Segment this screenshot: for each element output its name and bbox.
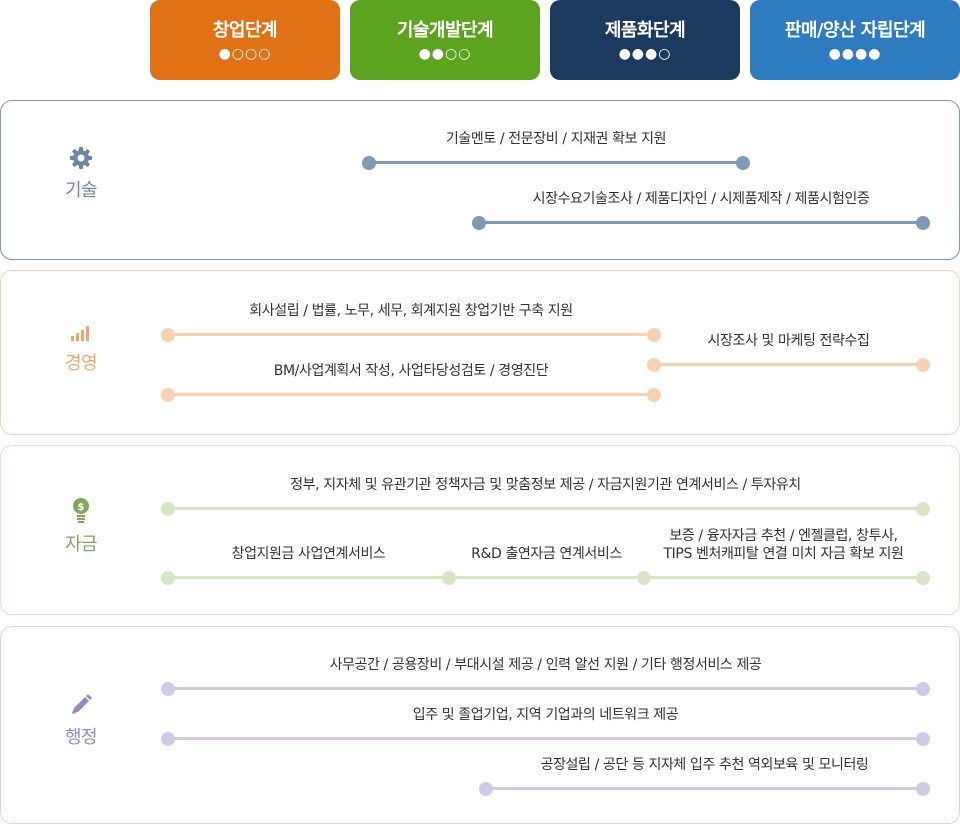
tech-item-1: 기술멘토 / 전문장비 / 지재권 확보 지원 (445, 131, 667, 147)
fund-item-3: R&D 출연자금 연계서비스 (471, 546, 622, 562)
panel-mgmt: 경영 회사설립 / 법률, 노무, 세무, 회계지원 창업기반 구축 지원 BM… (0, 270, 960, 435)
mgmt-line-3 (654, 363, 923, 366)
timeline-node (161, 328, 175, 342)
fund-line-1 (168, 507, 923, 510)
tech-line-2 (479, 221, 923, 224)
timeline-node (161, 732, 175, 746)
timeline-node (916, 782, 930, 796)
fund-item-1: 정부, 지자체 및 유관기관 정책자금 및 맞춤정보 제공 / 자금지원기관 연… (290, 477, 801, 493)
timeline-node (161, 682, 175, 696)
tech-line-1 (369, 161, 743, 164)
stage-productization: 제품화단계 ●●●○ (550, 0, 740, 80)
category-tech: 기술 (21, 146, 141, 202)
timeline-node (161, 388, 175, 402)
admin-line-2 (168, 737, 923, 740)
stage-label: 창업단계 (212, 20, 278, 41)
timeline-node (916, 571, 930, 585)
tech-item-2: 시장수요기술조사 / 제품디자인 / 시제품제작 / 제품시험인증 (532, 191, 870, 207)
mgmt-item-3: 시장조사 및 마케팅 전략수집 (707, 333, 870, 349)
admin-item-2: 입주 및 졸업기업, 지역 기업과의 네트워크 제공 (412, 707, 679, 723)
panel-admin: 행정 사무공간 / 공용장비 / 부대시설 제공 / 인력 알선 지원 / 기타… (0, 626, 960, 824)
timeline-node (916, 502, 930, 516)
bar-chart-icon (21, 323, 141, 343)
admin-line-3 (486, 787, 923, 790)
admin-item-1: 사무공간 / 공용장비 / 부대시설 제공 / 인력 알선 지원 / 기타 행정… (329, 657, 762, 673)
category-mgmt: 경영 (21, 323, 141, 375)
stage-dots: ●●●● (828, 46, 882, 62)
timeline-node (916, 216, 930, 230)
stage-sales: 판매/양산 자립단계 ●●●● (750, 0, 960, 80)
timeline-node (161, 571, 175, 585)
mgmt-item-1: 회사설립 / 법률, 노무, 세무, 회계지원 창업기반 구축 지원 (249, 303, 573, 319)
timeline-node (362, 156, 376, 170)
category-fund: $ 자금 (21, 496, 141, 556)
timeline-node (916, 358, 930, 372)
category-admin: 행정 (21, 693, 141, 749)
stage-tech-dev: 기술개발단계 ●●○○ (350, 0, 540, 80)
timeline-node (916, 732, 930, 746)
mgmt-line-2 (168, 393, 654, 396)
stage-dots: ●○○○ (218, 46, 272, 62)
timeline-node (647, 388, 661, 402)
timeline-node (472, 216, 486, 230)
gear-icon (21, 146, 141, 170)
fund-item-4b: TIPS 벤처캐피탈 연결 미치 자금 확보 지원 (663, 546, 904, 562)
stage-label: 제품화단계 (604, 20, 686, 41)
category-label: 행정 (64, 727, 98, 748)
pencil-icon (21, 693, 141, 717)
timeline-node (647, 358, 661, 372)
panel-tech: 기술 기술멘토 / 전문장비 / 지재권 확보 지원 시장수요기술조사 / 제품… (0, 100, 960, 260)
category-label: 기술 (64, 180, 98, 201)
timeline-node (637, 571, 651, 585)
timeline-node (736, 156, 750, 170)
stage-dots: ●●●○ (618, 46, 672, 62)
mgmt-item-2: BM/사업계획서 작성, 사업타당성검토 / 경영진단 (273, 363, 549, 379)
fund-line-2 (168, 576, 923, 579)
timeline-node (161, 502, 175, 516)
stage-label: 기술개발단계 (396, 20, 494, 41)
timeline-node (647, 328, 661, 342)
timeline-node (479, 782, 493, 796)
stage-startup: 창업단계 ●○○○ (150, 0, 340, 80)
stage-label: 판매/양산 자립단계 (784, 20, 926, 41)
lightbulb-coin-icon: $ (21, 496, 141, 524)
timeline-node (442, 571, 456, 585)
admin-item-3: 공장설립 / 공단 등 지자체 입주 추천 역외보육 및 모니터링 (540, 757, 869, 773)
stage-dots: ●●○○ (418, 46, 472, 62)
panel-fund: $ 자금 정부, 지자체 및 유관기관 정책자금 및 맞춤정보 제공 / 자금지… (0, 445, 960, 615)
admin-line-1 (168, 687, 923, 690)
category-label: 자금 (64, 534, 98, 555)
svg-text:$: $ (78, 502, 85, 513)
fund-item-2: 창업지원금 사업연계서비스 (231, 546, 386, 562)
category-label: 경영 (64, 353, 98, 374)
timeline-node (916, 682, 930, 696)
mgmt-line-1 (168, 333, 654, 336)
fund-item-4a: 보증 / 융자자금 추천 / 엔젤클럽, 창투사, (669, 528, 898, 544)
